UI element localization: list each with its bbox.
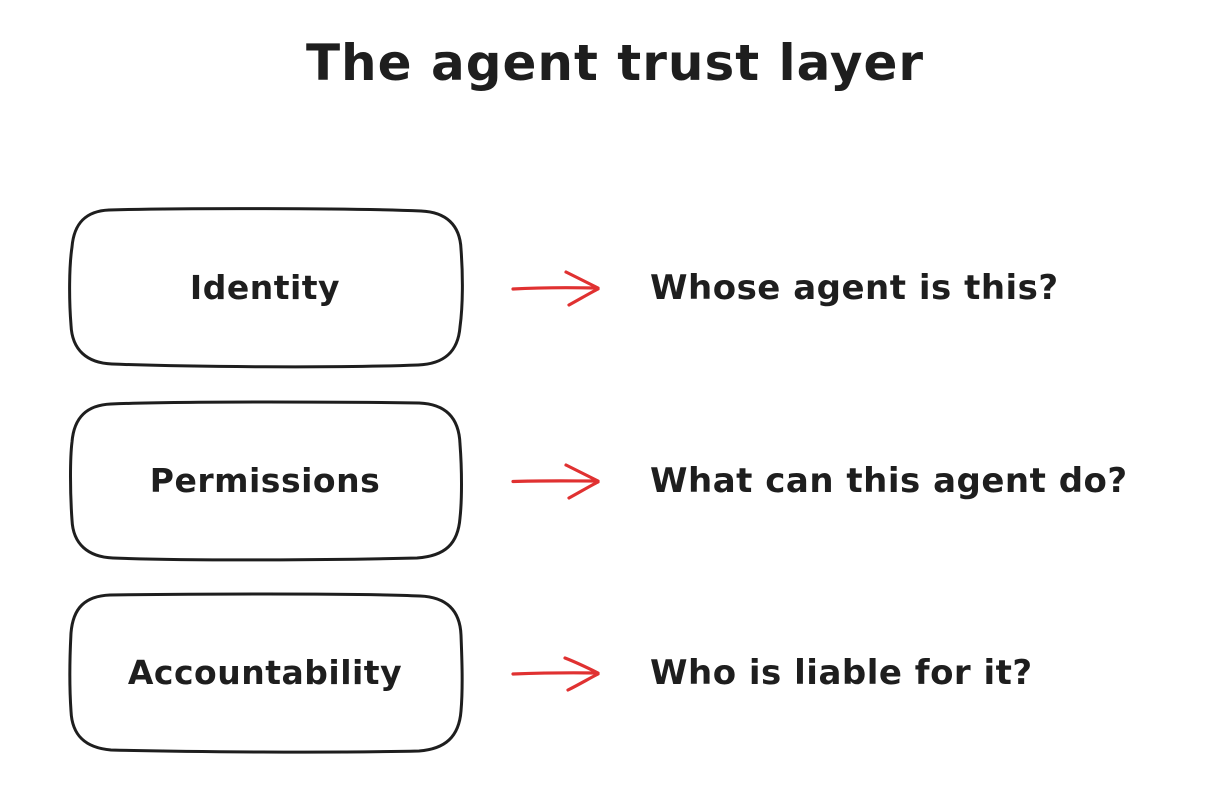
accountability-box: Accountability [65, 590, 465, 755]
box-label-permissions: Permissions [149, 461, 381, 500]
question-accountability: Who is liable for it? [650, 652, 1033, 693]
row-accountability: Accountability Who is liable for it? [0, 590, 1230, 755]
row-permissions: Permissions What can this agent do? [0, 398, 1230, 563]
box-outline [68, 592, 464, 754]
question-identity: Whose agent is this? [650, 267, 1059, 308]
arrow-right-icon [511, 269, 600, 307]
row-identity: Identity Whose agent is this? [0, 205, 1230, 370]
arrow-right-icon [511, 655, 600, 692]
box-label-accountability: Accountability [127, 653, 403, 692]
box-outline [69, 400, 463, 562]
box-outline [68, 207, 464, 369]
box-label-identity: Identity [189, 268, 341, 307]
identity-box: Identity [65, 205, 465, 370]
arrow-right-icon [511, 462, 600, 500]
question-permissions: What can this agent do? [650, 460, 1128, 501]
permissions-box: Permissions [65, 398, 465, 563]
diagram-title: The agent trust layer [305, 34, 925, 92]
